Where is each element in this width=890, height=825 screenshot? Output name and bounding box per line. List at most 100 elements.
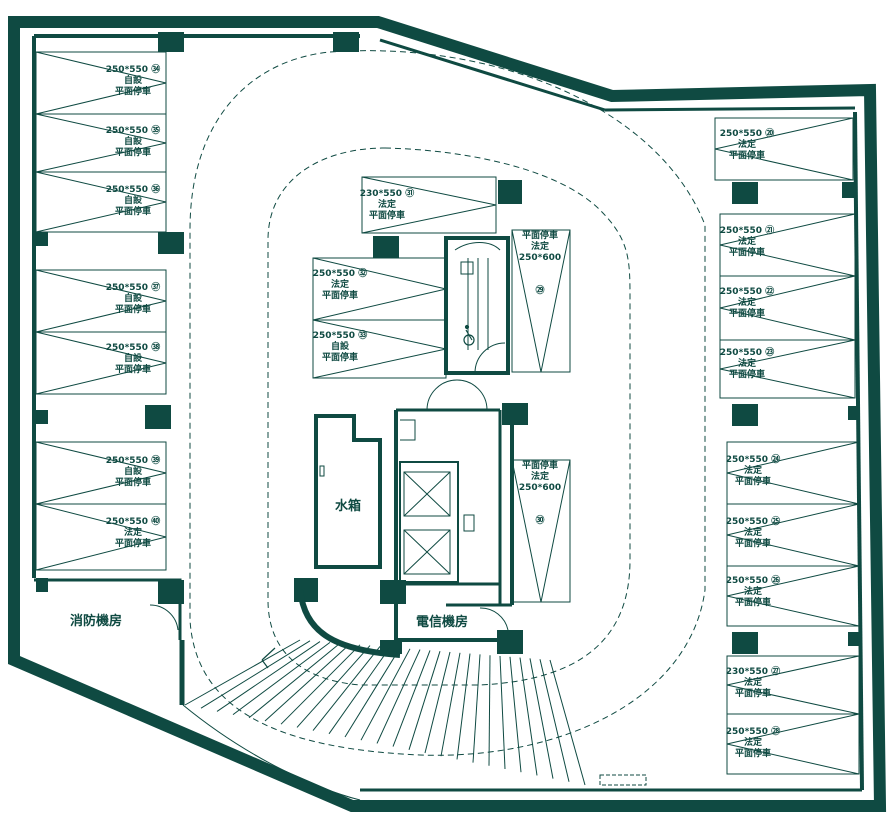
parking-space-arrow bbox=[35, 113, 167, 173]
telecom-room-label: 電信機房 bbox=[416, 614, 468, 630]
parking-space-size-number: 250*550 ㉕ bbox=[726, 515, 780, 527]
parking-space-mode: 平面停車 bbox=[729, 368, 765, 380]
parking-space-mode: 平面停車 bbox=[735, 747, 771, 759]
drain-grate bbox=[599, 774, 647, 786]
parking-space-arrow bbox=[719, 213, 856, 277]
ramp-outer-edge bbox=[182, 704, 361, 801]
parking-space-mode: 平面停車 bbox=[115, 476, 151, 488]
parking-space-size-number: 250*550 ㉔ bbox=[726, 453, 780, 465]
parking-space-arrow bbox=[511, 229, 571, 373]
parking-space-type: 法定 bbox=[331, 278, 350, 290]
ramp-stripe bbox=[200, 640, 311, 709]
parking-space-size-number: 230*550 ㉛ bbox=[360, 187, 414, 199]
parking-space-arrow bbox=[35, 269, 167, 333]
parking-space-mode: 平面停車 bbox=[115, 146, 151, 158]
ramp-stripe bbox=[296, 645, 371, 728]
parking-space-outline bbox=[35, 503, 167, 571]
parking-space-arrow bbox=[726, 503, 860, 567]
parking-space-size-number: 250*550 ㉘ bbox=[726, 725, 780, 737]
parking-space-size-number: 250*550 ㉜ bbox=[313, 267, 367, 279]
ramp-stripe bbox=[509, 656, 522, 773]
stair-sign-icon bbox=[460, 261, 474, 275]
parking-space-arrow bbox=[312, 257, 447, 321]
parking-space-arrow bbox=[726, 655, 860, 715]
parking-space-type: 自設 bbox=[331, 340, 350, 352]
ramp-stripe bbox=[360, 648, 411, 741]
outer-driveway-path bbox=[189, 50, 706, 756]
parking-space-mode: 平面停車 bbox=[115, 537, 151, 549]
parking-space-type: 法定 bbox=[738, 357, 757, 369]
parking-space-size-number: 250*550 ㉖ bbox=[726, 574, 780, 586]
parking-space-arrow bbox=[726, 441, 860, 505]
parking-space-mode: 平面停車 bbox=[322, 289, 358, 301]
parking-space-outline bbox=[35, 331, 167, 395]
parking-space-arrow bbox=[35, 171, 167, 233]
ramp-stripe bbox=[529, 658, 554, 779]
parking-space-arrow bbox=[714, 117, 854, 181]
ramp-stripe bbox=[248, 642, 341, 719]
parking-space-type: 法定 bbox=[744, 676, 763, 688]
parking-space-outline bbox=[35, 269, 167, 333]
parking-space-type: 法定 bbox=[738, 235, 757, 247]
ramp-stripe bbox=[408, 651, 441, 750]
ramp-stripe bbox=[376, 649, 421, 744]
ramp-stripe bbox=[264, 643, 351, 722]
parking-space-type: 自設 bbox=[124, 135, 143, 147]
parking-space-size-number: 250*550 ㉝ bbox=[313, 329, 367, 341]
parking-space-mode: 平面停車 bbox=[729, 246, 765, 258]
parking-space-mode: 平面停車 bbox=[735, 687, 771, 699]
ramp-stripe bbox=[312, 646, 381, 731]
parking-space-mode: 平面停車 bbox=[522, 229, 558, 241]
ramp-stripe bbox=[232, 641, 331, 716]
parking-space-type: 法定 bbox=[124, 526, 143, 538]
ramp-stripe bbox=[440, 652, 461, 757]
ramp-stripe bbox=[392, 650, 431, 747]
parking-space-outline bbox=[35, 113, 167, 173]
parking-space-mode: 平面停車 bbox=[115, 363, 151, 375]
parking-space-outline bbox=[35, 171, 167, 233]
parking-space-type: 法定 bbox=[531, 240, 550, 252]
parking-space-type: 自設 bbox=[124, 292, 143, 304]
parking-space-type: 自設 bbox=[124, 74, 143, 86]
parking-space-size: 250*600 bbox=[519, 483, 561, 493]
parking-space-mode: 平面停車 bbox=[369, 209, 405, 221]
parking-space-arrow bbox=[719, 275, 856, 341]
parking-space-size-number: 250*550 ㉒ bbox=[720, 285, 774, 297]
parking-space-number: ㉚ bbox=[535, 514, 544, 526]
wheelchair-icon bbox=[463, 324, 475, 346]
ramp-stripe bbox=[499, 655, 506, 770]
parking-space-type: 自設 bbox=[124, 352, 143, 364]
core-walls bbox=[34, 236, 514, 658]
ramp-stripe bbox=[519, 657, 538, 776]
parking-space-mode: 平面停車 bbox=[735, 537, 771, 549]
parking-space-size-number: 250*550 ㊳ bbox=[106, 341, 160, 353]
parking-space-arrow bbox=[35, 51, 167, 115]
parking-space-arrow bbox=[35, 503, 167, 571]
parking-space-size-number: 250*550 ㊵ bbox=[106, 515, 160, 527]
parking-space-size-number: 250*550 ⑳ bbox=[720, 127, 774, 139]
inner-driveway-path bbox=[267, 147, 631, 686]
parking-space-arrow bbox=[511, 459, 571, 603]
parking-space-type: 法定 bbox=[738, 296, 757, 308]
ramp-stripe bbox=[488, 655, 491, 766]
parking-space-size-number: 230*550 ㉗ bbox=[726, 665, 780, 677]
ramp-stripes bbox=[184, 639, 586, 786]
ramp-stripe bbox=[549, 659, 586, 786]
